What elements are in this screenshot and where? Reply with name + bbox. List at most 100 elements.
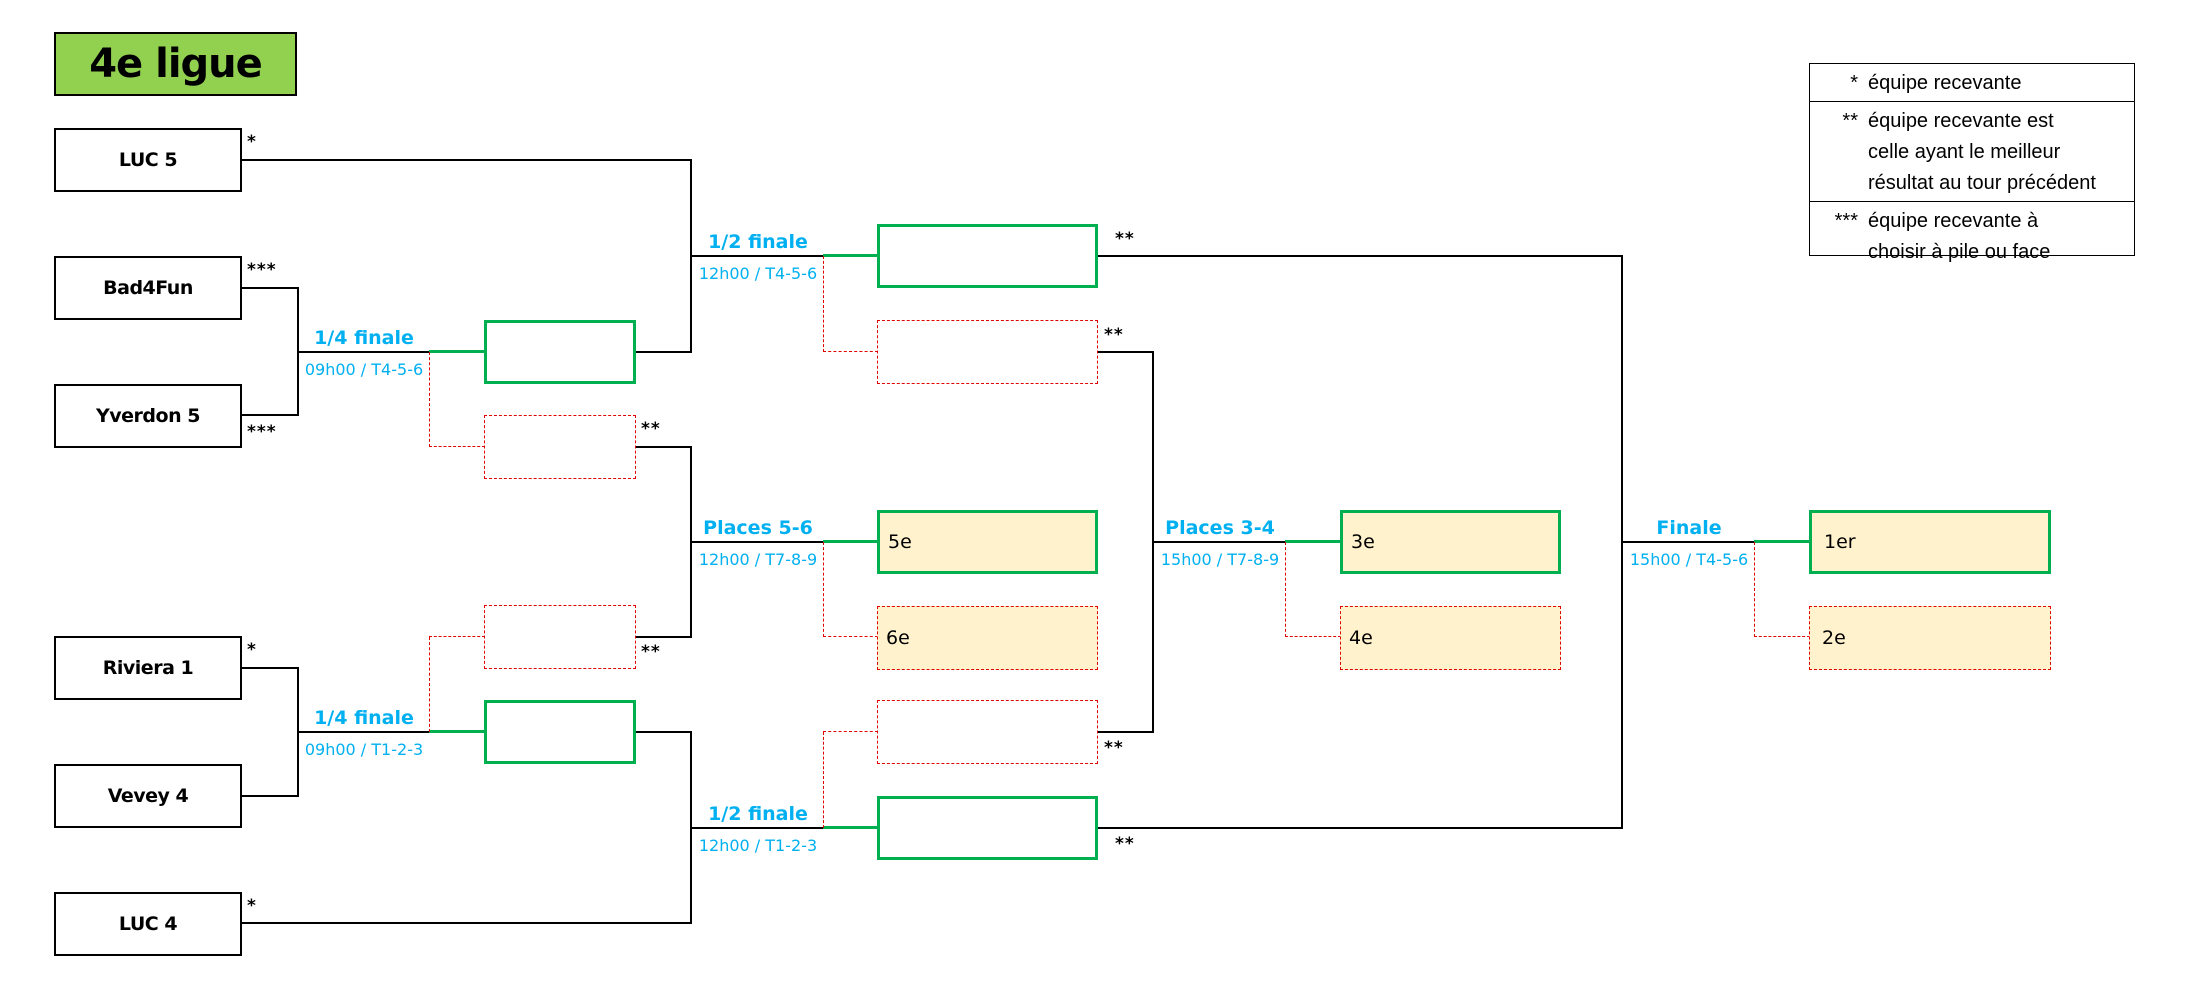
connector-qf2-loser-to-p56 <box>636 636 692 638</box>
round-time-final: 15h00 / T4-5-6 <box>1629 550 1749 569</box>
team-box-vevey4: Vevey 4 <box>54 764 242 828</box>
connector-sf1-loser <box>823 351 878 352</box>
sf2-loser-mark: ** <box>1104 738 1124 758</box>
connector-qf2-to-sf2 <box>636 731 692 733</box>
connector-p56-line <box>690 541 823 543</box>
sf1-winner-slot <box>877 224 1098 288</box>
connector-sf2-winner-to-final <box>1098 827 1623 829</box>
legend-line: résultat au tour précédent <box>1868 172 2096 194</box>
legend-box: * équipe recevante ** équipe recevante e… <box>1809 63 2135 263</box>
connector-qf1-winner <box>429 350 485 353</box>
connector-luc4 <box>242 922 692 924</box>
legend-key: *** <box>1834 210 1858 232</box>
connector-sf2-winner <box>823 826 878 829</box>
team-box-riviera1: Riviera 1 <box>54 636 242 700</box>
team-box-luc5: LUC 5 <box>54 128 242 192</box>
connector-sf1-line <box>690 255 823 257</box>
connector-qf2-loser <box>429 636 485 637</box>
round-time-qf2: 09h00 / T1-2-3 <box>304 740 424 759</box>
round-label-p34: Places 3-4 <box>1165 517 1275 539</box>
connector-final-winner <box>1754 540 1810 543</box>
team-mark-luc5: * <box>247 132 257 152</box>
connector-sf2-loser-vertical <box>823 732 824 828</box>
place-5-box: 5e <box>877 510 1098 574</box>
connector-p56-loser-vertical <box>823 542 824 637</box>
place-6-box: 6e <box>877 606 1098 670</box>
league-title: 4e ligue <box>54 32 297 96</box>
sf2-loser-slot <box>877 700 1098 764</box>
round-label-sf2: 1/2 finale <box>708 803 808 825</box>
place-3-box: 3e <box>1340 510 1561 574</box>
round-time-sf1: 12h00 / T4-5-6 <box>698 264 818 283</box>
connector-sf2-loser-to-p34 <box>1098 731 1154 733</box>
connector-p34-line <box>1152 541 1285 543</box>
round-time-qf1: 09h00 / T4-5-6 <box>304 360 424 379</box>
connector-p56-loser <box>823 636 878 637</box>
connector-final-line <box>1621 541 1754 543</box>
legend-line: choisir à pile ou face <box>1868 241 2051 263</box>
connector-final-loser <box>1754 636 1810 637</box>
legend-text: équipe recevante est celle ayant le meil… <box>1868 106 2134 199</box>
sf2-winner-slot <box>877 796 1098 860</box>
connector-sf2-line <box>690 827 823 829</box>
legend-row-home: * équipe recevante <box>1810 64 2134 101</box>
qf2-loser-slot <box>484 605 636 669</box>
sf1-loser-mark: ** <box>1104 325 1124 345</box>
qf2-winner-slot <box>484 700 636 764</box>
connector-sf1-loser-to-p34 <box>1098 351 1154 353</box>
connector-qf1-loser-to-p56 <box>636 446 692 448</box>
legend-text: équipe recevante <box>1868 68 2134 99</box>
connector-riviera1 <box>242 667 299 669</box>
place-2-box: 2e <box>1809 606 2051 670</box>
legend-row-coin-toss: *** équipe recevante à choisir à pile ou… <box>1810 201 2134 270</box>
team-box-bad4fun: Bad4Fun <box>54 256 242 320</box>
connector-vevey4 <box>242 795 299 797</box>
legend-text: équipe recevante à choisir à pile ou fac… <box>1868 206 2134 268</box>
team-mark-luc4: * <box>247 896 257 916</box>
connector-sf2-loser <box>823 731 878 732</box>
team-mark-bad4fun: *** <box>247 260 277 280</box>
team-box-yverdon5: Yverdon 5 <box>54 384 242 448</box>
qf2-loser-mark: ** <box>641 642 661 662</box>
connector-sf1-winner-to-final <box>1098 255 1623 257</box>
connector-yverdon5 <box>242 414 299 416</box>
connector-sf1-winner <box>823 254 878 257</box>
sf1-winner-mark: ** <box>1115 229 1135 249</box>
connector-qf2-line <box>297 731 429 733</box>
legend-line: équipe recevante <box>1868 72 2022 94</box>
legend-line: équipe recevante à <box>1868 210 2039 232</box>
round-label-sf1: 1/2 finale <box>708 231 808 253</box>
round-time-p56: 12h00 / T7-8-9 <box>698 550 818 569</box>
connector-p34-winner <box>1285 540 1341 543</box>
legend-line: équipe recevante est <box>1868 110 2054 132</box>
connector-sf1-loser-vertical <box>823 256 824 352</box>
connector-p34-loser <box>1285 636 1341 637</box>
round-label-qf1: 1/4 finale <box>314 327 414 349</box>
legend-line: celle ayant le meilleur <box>1868 141 2061 163</box>
connector-bad4fun <box>242 287 299 289</box>
connector-qf2-winner <box>429 730 485 733</box>
team-mark-riviera1: * <box>247 640 257 660</box>
connector-qf1-loser <box>429 446 485 447</box>
team-box-luc4: LUC 4 <box>54 892 242 956</box>
connector-qf1-line <box>297 351 429 353</box>
sf1-loser-slot <box>877 320 1098 384</box>
legend-key: * <box>1850 72 1858 94</box>
place-4-box: 4e <box>1340 606 1561 670</box>
qf1-loser-slot <box>484 415 636 479</box>
round-label-qf2: 1/4 finale <box>314 707 414 729</box>
round-time-sf2: 12h00 / T1-2-3 <box>698 836 818 855</box>
team-mark-yverdon5: *** <box>247 422 277 442</box>
place-1-box: 1er <box>1809 510 2051 574</box>
connector-qf2-loser-vertical <box>429 637 430 732</box>
qf1-winner-slot <box>484 320 636 384</box>
legend-row-best-previous: ** équipe recevante est celle ayant le m… <box>1810 101 2134 201</box>
connector-p34-loser-vertical <box>1285 542 1286 637</box>
connector-qf1-to-sf1 <box>636 351 692 353</box>
round-time-p34: 15h00 / T7-8-9 <box>1160 550 1280 569</box>
round-label-p56: Places 5-6 <box>703 517 813 539</box>
sf2-winner-mark: ** <box>1115 834 1135 854</box>
connector-qf1-loser-vertical <box>429 352 430 447</box>
connector-final-loser-vertical <box>1754 542 1755 637</box>
connector-p56-winner <box>823 540 878 543</box>
